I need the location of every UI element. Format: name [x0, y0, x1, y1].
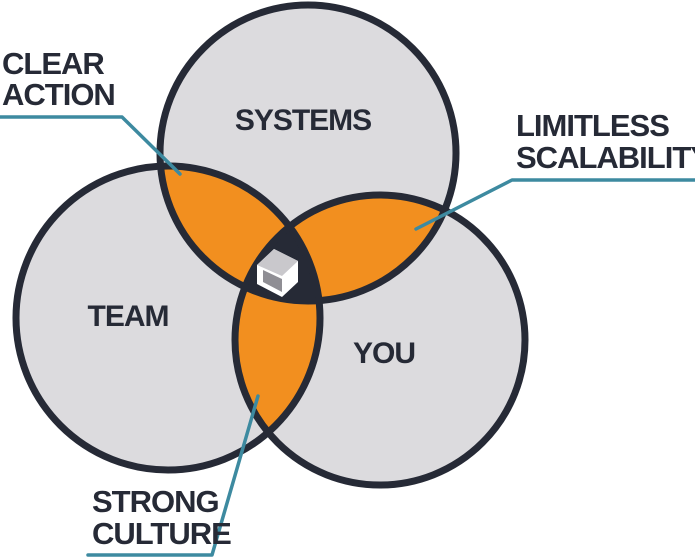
limitless-scalability-callout: LIMITLESS SCALABILITY: [516, 108, 695, 175]
clear-action-line-1: CLEAR: [2, 46, 104, 81]
clear-action-line-2: ACTION: [2, 77, 115, 112]
systems-label: SYSTEMS: [235, 104, 371, 137]
stacked-squares-logo-icon: [257, 249, 298, 297]
strong-culture-callout: STRONG CULTURE: [92, 484, 232, 551]
limitless-scalability-line-2: SCALABILITY: [516, 140, 695, 175]
you-label: YOU: [353, 337, 415, 370]
overlap-systems-team: [160, 166, 320, 301]
team-label: TEAM: [88, 300, 169, 333]
clear-action-leader-line: [0, 115, 182, 176]
limitless-scalability-line-1: LIMITLESS: [516, 108, 669, 143]
center-overlap: [235, 195, 320, 301]
you-circle-outline: [231, 191, 529, 489]
strong-culture-leader-line: [86, 394, 260, 557]
strong-culture-line-2: CULTURE: [92, 516, 231, 551]
clear-action-callout: CLEAR ACTION: [2, 46, 116, 112]
limitless-scalability-leader-line: [414, 178, 695, 231]
team-circle-outline: [12, 162, 324, 474]
strong-culture-line-1: STRONG: [92, 484, 219, 519]
